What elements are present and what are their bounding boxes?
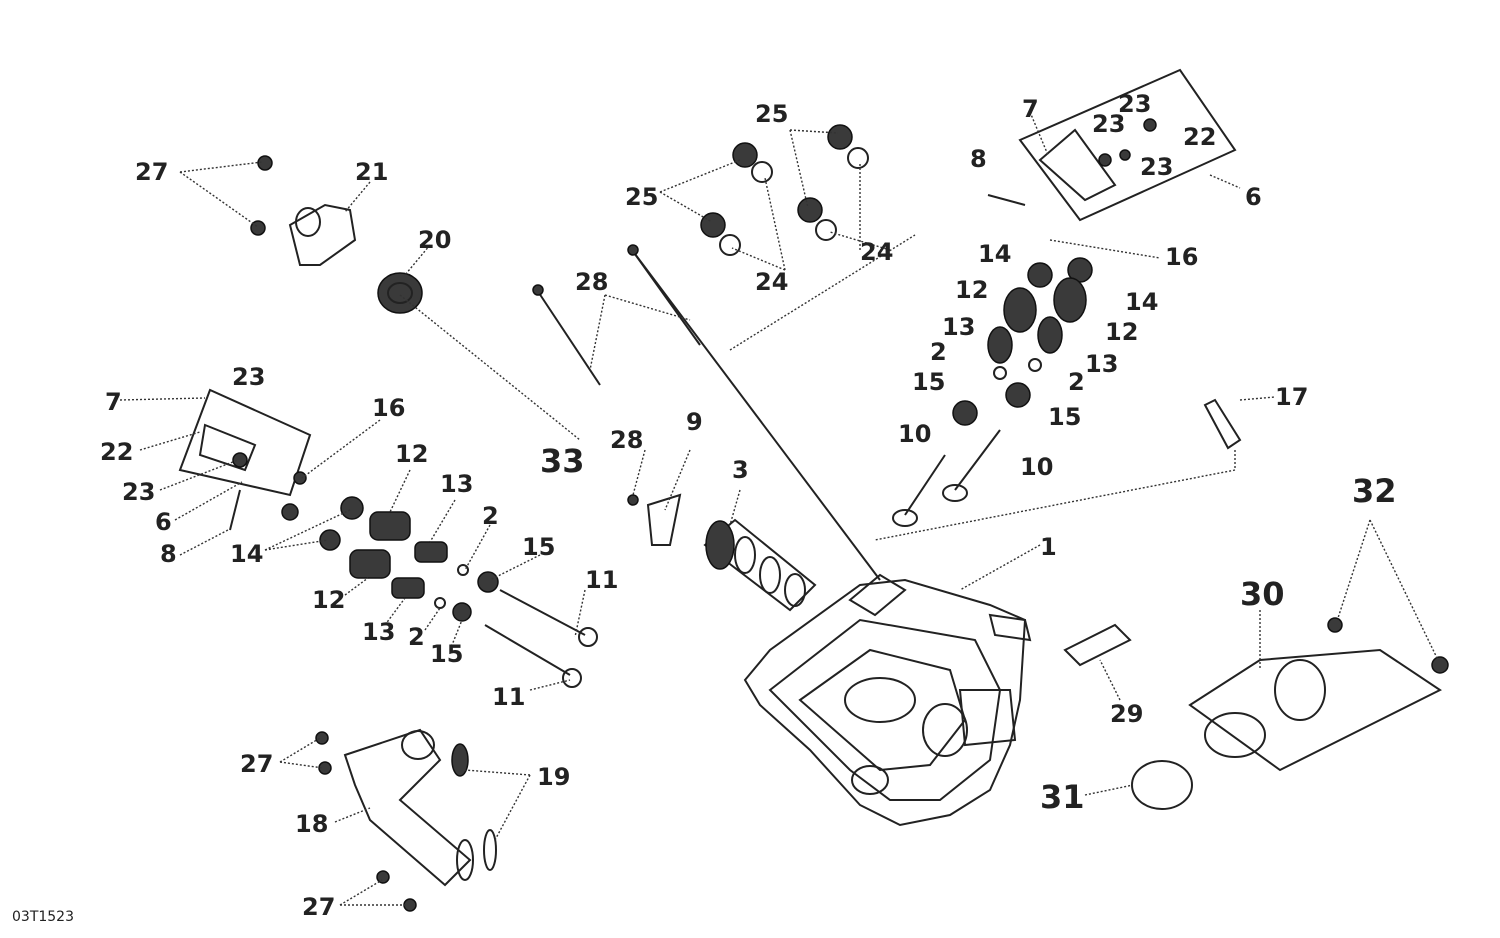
callout-8: 8 <box>160 540 177 568</box>
callout-23: 23 <box>1140 153 1173 181</box>
callout-1: 1 <box>1040 533 1057 561</box>
callout-27: 27 <box>135 158 168 186</box>
callout-22: 22 <box>100 438 133 466</box>
callout-9: 9 <box>686 408 703 436</box>
callout-20: 20 <box>418 226 451 254</box>
callout-13: 13 <box>942 313 975 341</box>
intake-adapter <box>250 155 423 314</box>
callout-25: 25 <box>755 100 788 128</box>
callout-11: 11 <box>492 683 525 711</box>
callout-17: 17 <box>1275 383 1308 411</box>
callout-23: 23 <box>1092 110 1125 138</box>
callout-21: 21 <box>355 158 388 186</box>
callout-16: 16 <box>372 394 405 422</box>
callout-19: 19 <box>537 763 570 791</box>
callout-24: 24 <box>755 268 788 296</box>
rocker-assembly-top <box>700 124 869 256</box>
callout-22: 22 <box>1183 123 1216 151</box>
callout-15: 15 <box>912 368 945 396</box>
callout-7: 7 <box>105 388 122 416</box>
callout-10: 10 <box>898 420 931 448</box>
callout-30: 30 <box>1240 575 1285 613</box>
callout-15: 15 <box>430 640 463 668</box>
callout-3: 3 <box>732 456 749 484</box>
callout-6: 6 <box>155 508 172 536</box>
cylinder-head <box>743 573 1032 827</box>
push-rods <box>532 244 881 581</box>
callout-12: 12 <box>395 440 428 468</box>
callout-7: 7 <box>1022 95 1039 123</box>
callout-13: 13 <box>362 618 395 646</box>
callout-32: 32 <box>1352 472 1397 510</box>
callout-28: 28 <box>575 268 608 296</box>
callout-14: 14 <box>1125 288 1158 316</box>
callout-25: 25 <box>625 183 658 211</box>
callout-23: 23 <box>232 363 265 391</box>
callout-2: 2 <box>930 338 947 366</box>
callout-16: 16 <box>1165 243 1198 271</box>
figure-id: 03T1523 <box>12 909 74 925</box>
callout-2: 2 <box>1068 368 1085 396</box>
camshaft <box>703 518 817 612</box>
callout-12: 12 <box>1105 318 1138 346</box>
rocker-plate-left <box>178 388 312 531</box>
callout-31: 31 <box>1040 778 1085 816</box>
callout-23: 23 <box>1118 90 1151 118</box>
callout-14: 14 <box>978 240 1011 268</box>
callout-13: 13 <box>440 470 473 498</box>
leader-lines <box>119 111 1439 906</box>
callout-28: 28 <box>610 426 643 454</box>
callout-23: 23 <box>122 478 155 506</box>
bracket-17 <box>1203 398 1242 450</box>
valve-springs-right <box>892 257 1093 527</box>
clip-9 <box>627 493 682 546</box>
callout-13: 13 <box>1085 350 1118 378</box>
rocker-plate-right <box>987 68 1237 222</box>
callout-8: 8 <box>970 145 987 173</box>
callout-27: 27 <box>302 893 335 921</box>
callout-24: 24 <box>860 238 893 266</box>
callout-10: 10 <box>1020 453 1053 481</box>
callout-33: 33 <box>540 442 585 480</box>
callout-15: 15 <box>1048 403 1081 431</box>
callout-15: 15 <box>522 533 555 561</box>
callouts: 27 21 20 25 25 24 24 28 7 23 23 22 23 8 … <box>100 90 1397 921</box>
callout-29: 29 <box>1110 700 1143 728</box>
callout-11: 11 <box>585 566 618 594</box>
callout-2: 2 <box>408 623 425 651</box>
callout-14: 14 <box>230 540 263 568</box>
callout-2: 2 <box>482 502 499 530</box>
callout-6: 6 <box>1245 183 1262 211</box>
callout-18: 18 <box>295 810 328 838</box>
callout-27: 27 <box>240 750 273 778</box>
exhaust-outlet <box>315 728 497 912</box>
callout-12: 12 <box>955 276 988 304</box>
callout-12: 12 <box>312 586 345 614</box>
valve-springs-left <box>281 496 598 688</box>
